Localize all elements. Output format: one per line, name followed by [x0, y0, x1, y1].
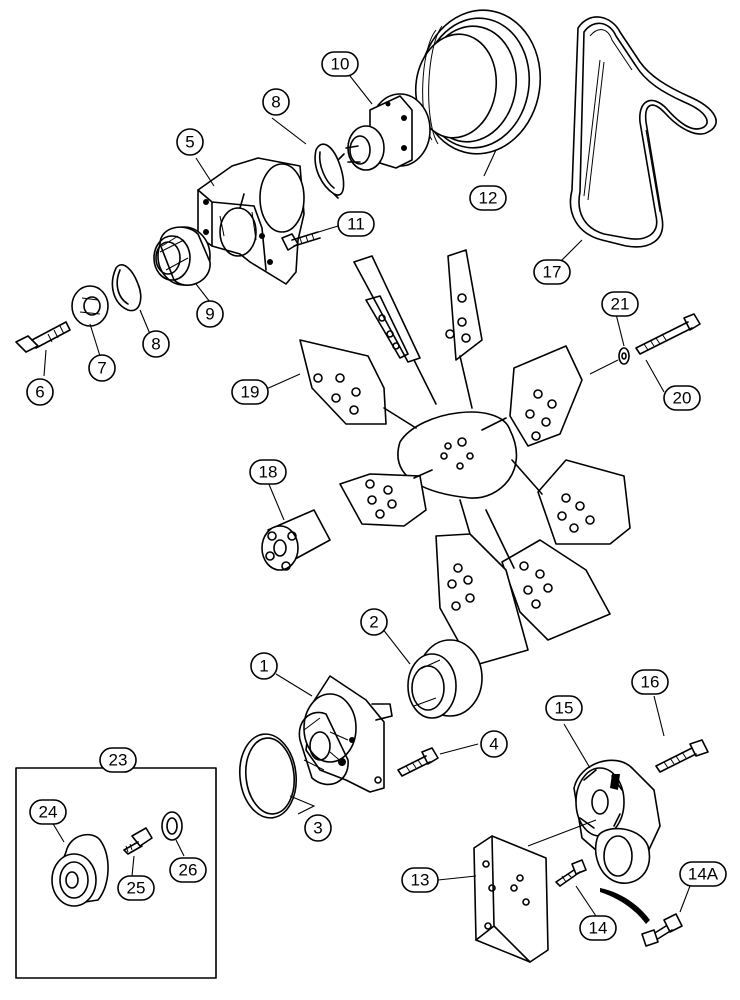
callout-10: 10: [321, 51, 359, 77]
part-20-bolt: [635, 313, 701, 355]
callout-11: 11: [337, 211, 375, 237]
svg-text:4: 4: [489, 735, 498, 754]
svg-text:25: 25: [127, 879, 146, 898]
part-21-washer: [589, 347, 630, 375]
svg-text:14: 14: [589, 919, 608, 938]
callout-21: 21: [601, 291, 639, 317]
callout-20: 20: [663, 385, 701, 411]
part-26-washer: [161, 811, 183, 841]
part-5-housing: [197, 157, 305, 285]
callout-14: 14: [579, 915, 617, 941]
callout-7: 7: [88, 354, 116, 382]
callout-25: 25: [117, 875, 155, 901]
callout-4: 4: [480, 730, 508, 758]
part-18-spacer: [261, 509, 331, 571]
svg-text:7: 7: [97, 359, 106, 378]
svg-text:26: 26: [179, 861, 198, 880]
callout-9: 9: [196, 300, 224, 328]
svg-text:5: 5: [185, 133, 194, 152]
svg-text:14A: 14A: [688, 865, 719, 884]
callout-18: 18: [249, 459, 287, 485]
svg-text:9: 9: [205, 305, 214, 324]
callout-13: 13: [401, 867, 439, 893]
part-2-pulley: [407, 639, 483, 719]
callout-23: 23: [99, 747, 137, 773]
part-7-washer: [71, 285, 109, 327]
part-19-fan: [299, 249, 631, 667]
callouts: 1 2 3 4 5 6 7 8 8 9 10 11 12 13 14 14A 1…: [26, 51, 727, 941]
part-4-bolt: [397, 747, 439, 777]
callout-14a: 14A: [679, 861, 727, 887]
part-9-bearing: [153, 226, 211, 286]
svg-text:24: 24: [39, 803, 58, 822]
callout-12: 12: [469, 185, 507, 211]
svg-text:3: 3: [313, 819, 322, 838]
svg-text:21: 21: [611, 295, 630, 314]
part-1-water-pump: [298, 675, 393, 793]
part-10-hub: [345, 93, 431, 171]
svg-text:13: 13: [411, 871, 430, 890]
callout-8-upper: 8: [262, 88, 290, 116]
part-15-tensioner: [573, 759, 661, 884]
part-3-o-ring: [239, 733, 297, 819]
svg-text:16: 16: [641, 673, 660, 692]
svg-text:19: 19: [241, 383, 260, 402]
part-13-plate: [473, 819, 597, 963]
svg-text:15: 15: [555, 699, 574, 718]
part-14a-bolt: [600, 888, 683, 947]
svg-text:1: 1: [259, 657, 268, 676]
svg-text:20: 20: [673, 389, 692, 408]
part-11-bolt: [281, 231, 321, 251]
part-12-pulley: [414, 9, 542, 155]
callout-1: 1: [250, 652, 278, 680]
part-14-screw: [555, 859, 587, 887]
callout-6: 6: [26, 378, 54, 406]
part-24-idler-pulley: [51, 833, 109, 907]
svg-text:12: 12: [479, 189, 498, 208]
callout-19: 19: [231, 379, 269, 405]
svg-text:18: 18: [259, 463, 278, 482]
callout-16: 16: [631, 669, 669, 695]
part-25-shoulder-bolt: [123, 827, 153, 855]
callout-3: 3: [304, 814, 332, 842]
part-8-snap-ring-upper: [314, 143, 345, 199]
callout-2: 2: [360, 608, 388, 636]
callout-5: 5: [176, 128, 204, 156]
part-6-bolt: [15, 321, 71, 353]
svg-text:10: 10: [331, 55, 350, 74]
svg-text:2: 2: [369, 613, 378, 632]
svg-text:17: 17: [543, 263, 562, 282]
part-8-snap-ring-lower: [111, 264, 142, 312]
svg-text:8: 8: [271, 93, 280, 112]
part-16-bolt: [655, 739, 709, 773]
callout-17: 17: [533, 259, 571, 285]
callout-24: 24: [29, 799, 67, 825]
leader-lines: [43, 75, 691, 917]
callout-26: 26: [169, 857, 207, 883]
svg-text:6: 6: [35, 383, 44, 402]
svg-text:11: 11: [347, 215, 365, 234]
callout-15: 15: [545, 695, 583, 721]
svg-text:23: 23: [109, 751, 128, 770]
svg-text:8: 8: [151, 335, 160, 354]
part-17-drive-belt: [569, 16, 717, 248]
callout-8-lower: 8: [142, 330, 170, 358]
